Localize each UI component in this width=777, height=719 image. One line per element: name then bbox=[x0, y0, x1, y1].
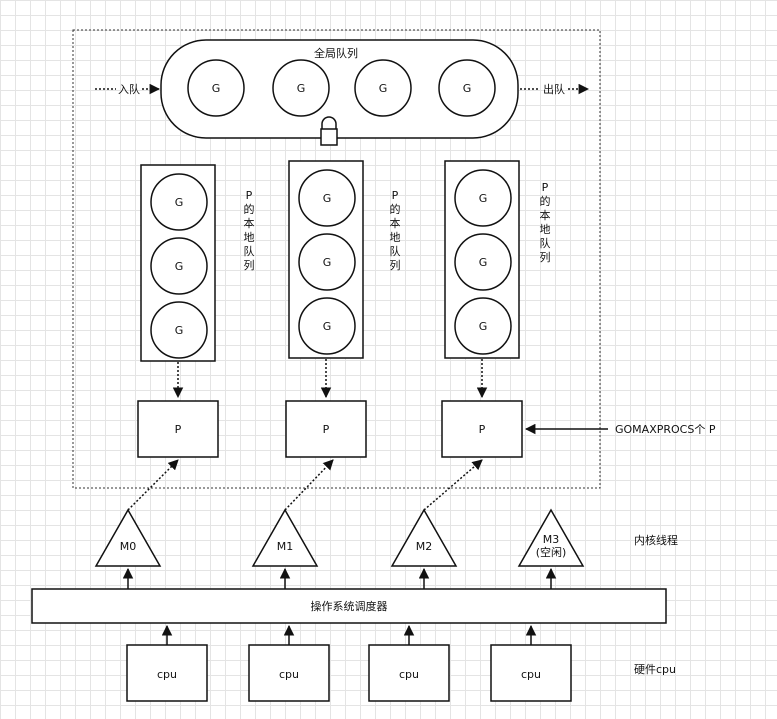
local-queue: G G G bbox=[444, 160, 520, 359]
global-queue: 全局队列 G G G G bbox=[160, 39, 519, 146]
local-goroutine-label: G bbox=[479, 192, 488, 205]
local-goroutine-label: G bbox=[323, 256, 332, 269]
processor-box bbox=[285, 400, 367, 458]
local-goroutine bbox=[298, 297, 356, 355]
kernel-thread-idle bbox=[517, 508, 585, 567]
global-queue-title: 全局队列 bbox=[314, 46, 358, 60]
local-goroutine bbox=[150, 173, 208, 231]
kernel-thread-idle-label: (空闲) bbox=[536, 545, 567, 559]
local-goroutine bbox=[298, 169, 356, 227]
global-queue-capsule bbox=[160, 39, 519, 139]
processor-label: P bbox=[323, 423, 330, 436]
local-goroutine-label: G bbox=[479, 256, 488, 269]
hardware-cpu-label: 硬件cpu bbox=[634, 663, 676, 676]
local-goroutine-label: G bbox=[479, 320, 488, 333]
cpu-label: cpu bbox=[279, 668, 299, 681]
local-goroutine bbox=[150, 301, 208, 359]
local-goroutine bbox=[298, 233, 356, 291]
os-scheduler bbox=[31, 588, 667, 624]
local-goroutine bbox=[454, 297, 512, 355]
cpu-box bbox=[490, 644, 572, 702]
processor-label: P bbox=[175, 423, 182, 436]
global-goroutine-label: G bbox=[463, 82, 472, 95]
local-goroutine bbox=[454, 233, 512, 291]
global-goroutine-label: G bbox=[212, 82, 221, 95]
kernel-thread bbox=[251, 508, 319, 567]
lock-icon bbox=[320, 116, 338, 146]
processor-box bbox=[137, 400, 219, 458]
processor-box bbox=[441, 400, 523, 458]
kernel-thread-label: M0 bbox=[120, 540, 137, 553]
global-goroutine bbox=[354, 59, 412, 117]
global-goroutine bbox=[272, 59, 330, 117]
gomaxprocs-label: GOMAXPROCS个 P bbox=[615, 423, 716, 436]
processor-label: P bbox=[479, 423, 486, 436]
m-to-p-arrow bbox=[284, 459, 334, 511]
global-goroutine-label: G bbox=[379, 82, 388, 95]
local-goroutine-label: G bbox=[175, 324, 184, 337]
local-goroutine-label: G bbox=[323, 320, 332, 333]
local-goroutine-label: G bbox=[175, 260, 184, 273]
local-goroutine bbox=[454, 169, 512, 227]
global-goroutine bbox=[438, 59, 496, 117]
local-queue: G G G bbox=[288, 160, 364, 359]
local-goroutine-label: G bbox=[175, 196, 184, 209]
local-queue: G G G bbox=[140, 164, 216, 362]
runtime-boundary bbox=[72, 29, 601, 489]
cpu-box bbox=[126, 644, 208, 702]
dequeue-label: 出队 bbox=[543, 82, 565, 96]
kernel-thread-label: M3 bbox=[543, 533, 560, 546]
kernel-thread bbox=[390, 508, 458, 567]
kernel-threads-label: 内核线程 bbox=[634, 533, 678, 547]
m-to-p-arrow bbox=[423, 459, 483, 511]
local-goroutine-label: G bbox=[323, 192, 332, 205]
local-goroutine bbox=[150, 237, 208, 295]
kernel-thread-label: M2 bbox=[416, 540, 433, 553]
cpu-label: cpu bbox=[157, 668, 177, 681]
cpu-label: cpu bbox=[399, 668, 419, 681]
global-goroutine-label: G bbox=[297, 82, 306, 95]
kernel-thread bbox=[94, 508, 162, 567]
m-to-p-arrow bbox=[127, 459, 179, 511]
os-scheduler-label: 操作系统调度器 bbox=[311, 599, 388, 613]
enqueue-label: 入队 bbox=[118, 82, 140, 96]
cpu-box bbox=[248, 644, 330, 702]
cpu-box bbox=[368, 644, 450, 702]
global-goroutine bbox=[187, 59, 245, 117]
kernel-thread-label: M1 bbox=[277, 540, 294, 553]
cpu-label: cpu bbox=[521, 668, 541, 681]
